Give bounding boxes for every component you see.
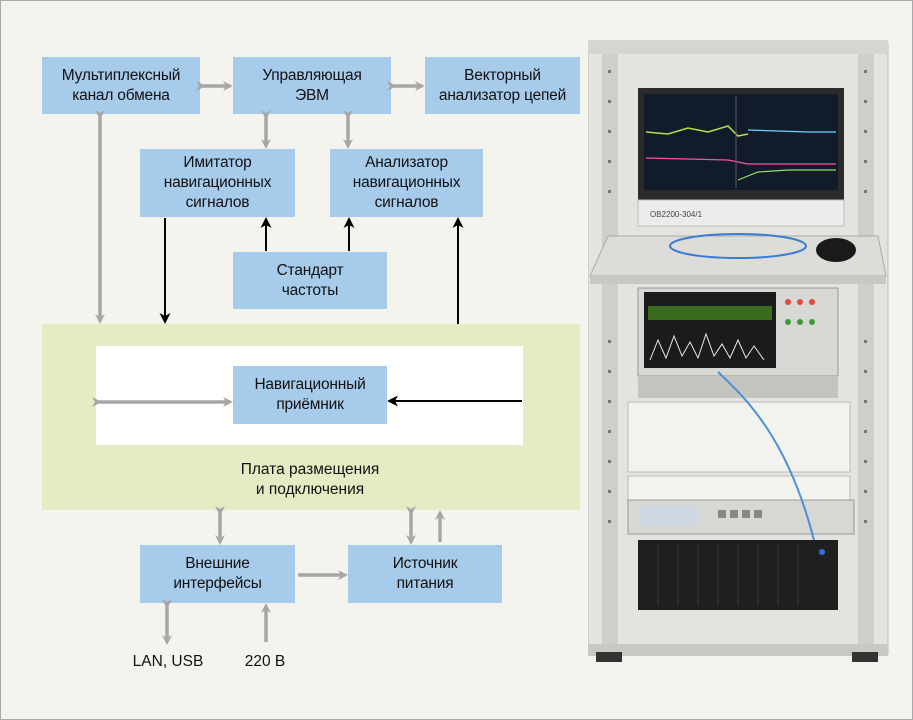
- external-interfaces-box: Внешние интерфейсы: [140, 545, 295, 603]
- analyzer-model-label: ОВ2200-304/1: [650, 210, 703, 219]
- equipment-rack-photo: ОВ2200-304/1: [588, 40, 889, 662]
- nav-receiver-box: Навигационный приёмник: [233, 366, 387, 424]
- vector-analyzer-box: Векторный анализатор цепей: [425, 57, 580, 114]
- power-supply-box: Источник питания: [348, 545, 502, 603]
- frequency-standard-box: Стандарт частоты: [233, 252, 387, 309]
- lan-usb-label: LAN, USB: [132, 653, 204, 670]
- mains-220v-label: 220 В: [244, 653, 286, 670]
- placement-board-label: Плата размещения и подключения: [240, 461, 380, 498]
- nav-signal-simulator-box: Имитатор навигационных сигналов: [140, 149, 295, 217]
- multiplex-channel-box: Мультиплексный канал обмена: [42, 57, 200, 114]
- nav-signal-analyzer-box: Анализатор навигационных сигналов: [330, 149, 483, 217]
- control-computer-box: Управляющая ЭВМ: [233, 57, 391, 114]
